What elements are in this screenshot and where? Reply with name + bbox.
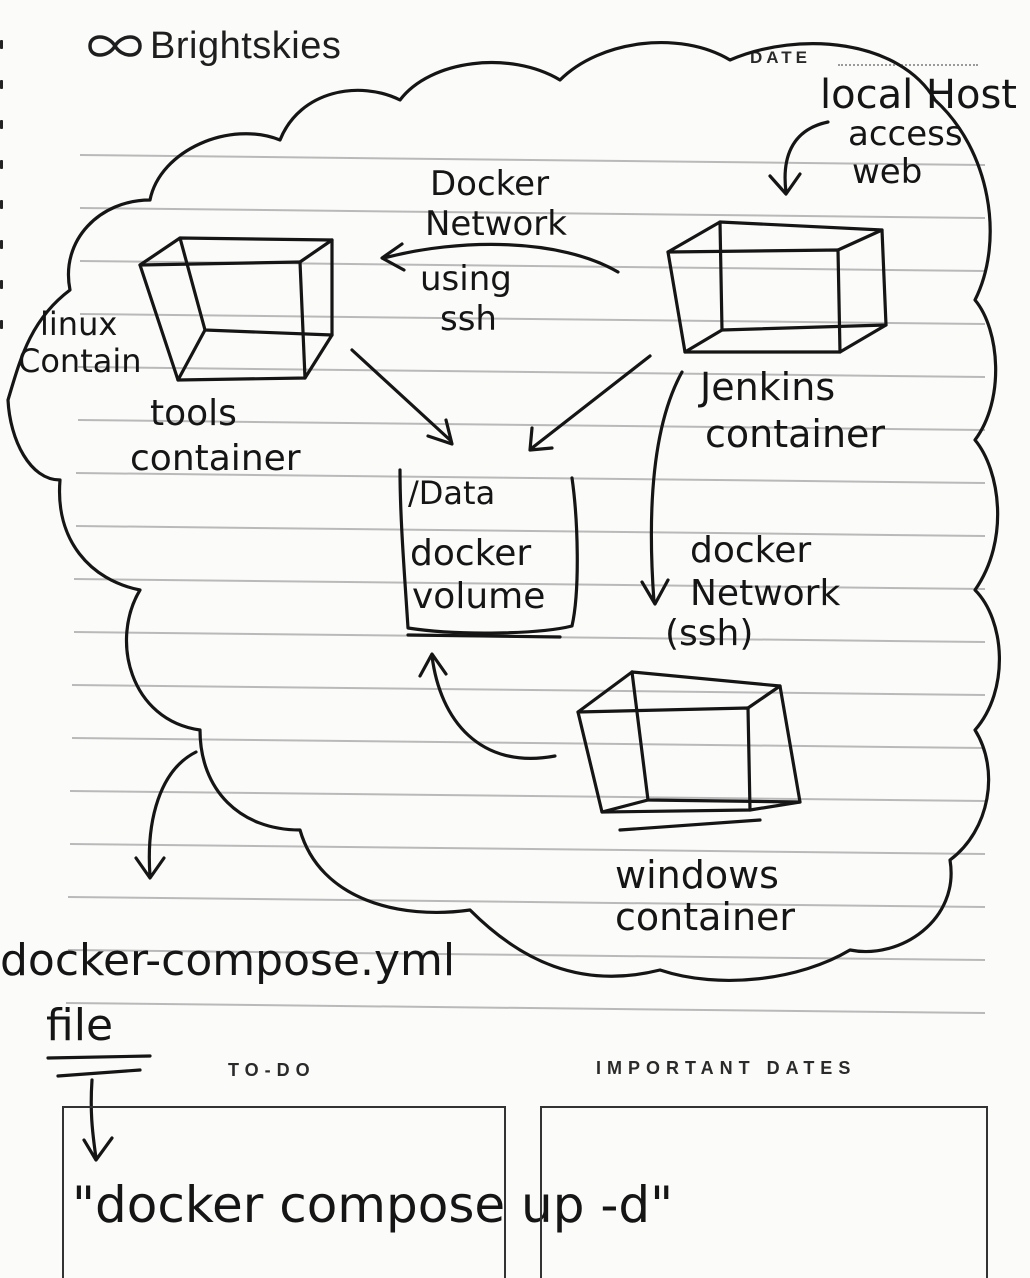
cloud-to-compose-arrow: [134, 750, 198, 880]
compose-file-line2: file: [46, 1000, 113, 1051]
important-dates-box: [540, 1106, 988, 1278]
tools-label-line1: tools: [150, 393, 237, 434]
compose-file: docker-compose.yml file: [0, 935, 455, 1078]
localhost-text: local Host: [820, 72, 1017, 118]
network-top-line4: ssh: [440, 299, 497, 339]
todo-header: TO-DO: [228, 1060, 316, 1080]
windows-label-line2: container: [615, 895, 795, 939]
linux-label-line1: linux: [40, 305, 117, 343]
network-top: Docker Network using ssh: [380, 164, 620, 339]
tools-label-line2: container: [130, 438, 301, 479]
date-field-line: [838, 64, 978, 66]
linux-label-line2: Contain: [18, 342, 142, 380]
network-top-line2: Network: [425, 204, 567, 244]
network-right-line3: (ssh): [665, 613, 753, 654]
tools-container-cube: [138, 236, 334, 382]
brand-name: Brightskies: [150, 24, 342, 67]
compose-to-command-arrow: [82, 1078, 114, 1162]
network-top-line3: using: [420, 259, 512, 299]
jenkins-to-windows-arrow: [640, 370, 684, 606]
jenkins-label-line1: Jenkins: [698, 365, 835, 409]
cloud-boundary: [6, 41, 1001, 982]
volume-label-line2: docker: [410, 533, 531, 574]
compose-command: "docker compose up -d": [72, 1176, 673, 1234]
brand-logo: Brightskies: [84, 22, 341, 70]
infinity-logo-icon: [88, 35, 142, 57]
windows-to-volume-arrow: [418, 652, 557, 760]
network-top-line1: Docker: [430, 164, 549, 204]
network-top-arrow: [380, 242, 620, 274]
date-label: DATE: [750, 48, 812, 67]
compose-file-line1: docker-compose.yml: [0, 935, 455, 986]
volume-label-line1: /Data: [408, 474, 495, 512]
data-volume: /Data docker volume: [398, 468, 579, 639]
jenkins-label-line2: container: [705, 412, 885, 456]
network-right-line2: Network: [690, 573, 840, 614]
windows-container-cube: [576, 670, 802, 832]
localhost-arrow: [768, 120, 830, 196]
tools-to-volume-arrow: [350, 348, 454, 446]
network-right: docker Network (ssh): [665, 530, 840, 654]
jenkins-container-cube: [666, 220, 888, 354]
network-right-line1: docker: [690, 530, 811, 571]
jenkins-to-volume-arrow: [528, 354, 652, 452]
localhost-note: local Host access web: [768, 72, 1017, 196]
localhost-note-line1: access: [848, 114, 963, 154]
volume-label-line3: volume: [412, 576, 545, 617]
windows-label-line1: windows: [615, 853, 779, 897]
todo-box: [62, 1106, 506, 1278]
important-dates-header: IMPORTANT DATES: [596, 1058, 857, 1078]
localhost-note-line2: web: [852, 152, 922, 192]
